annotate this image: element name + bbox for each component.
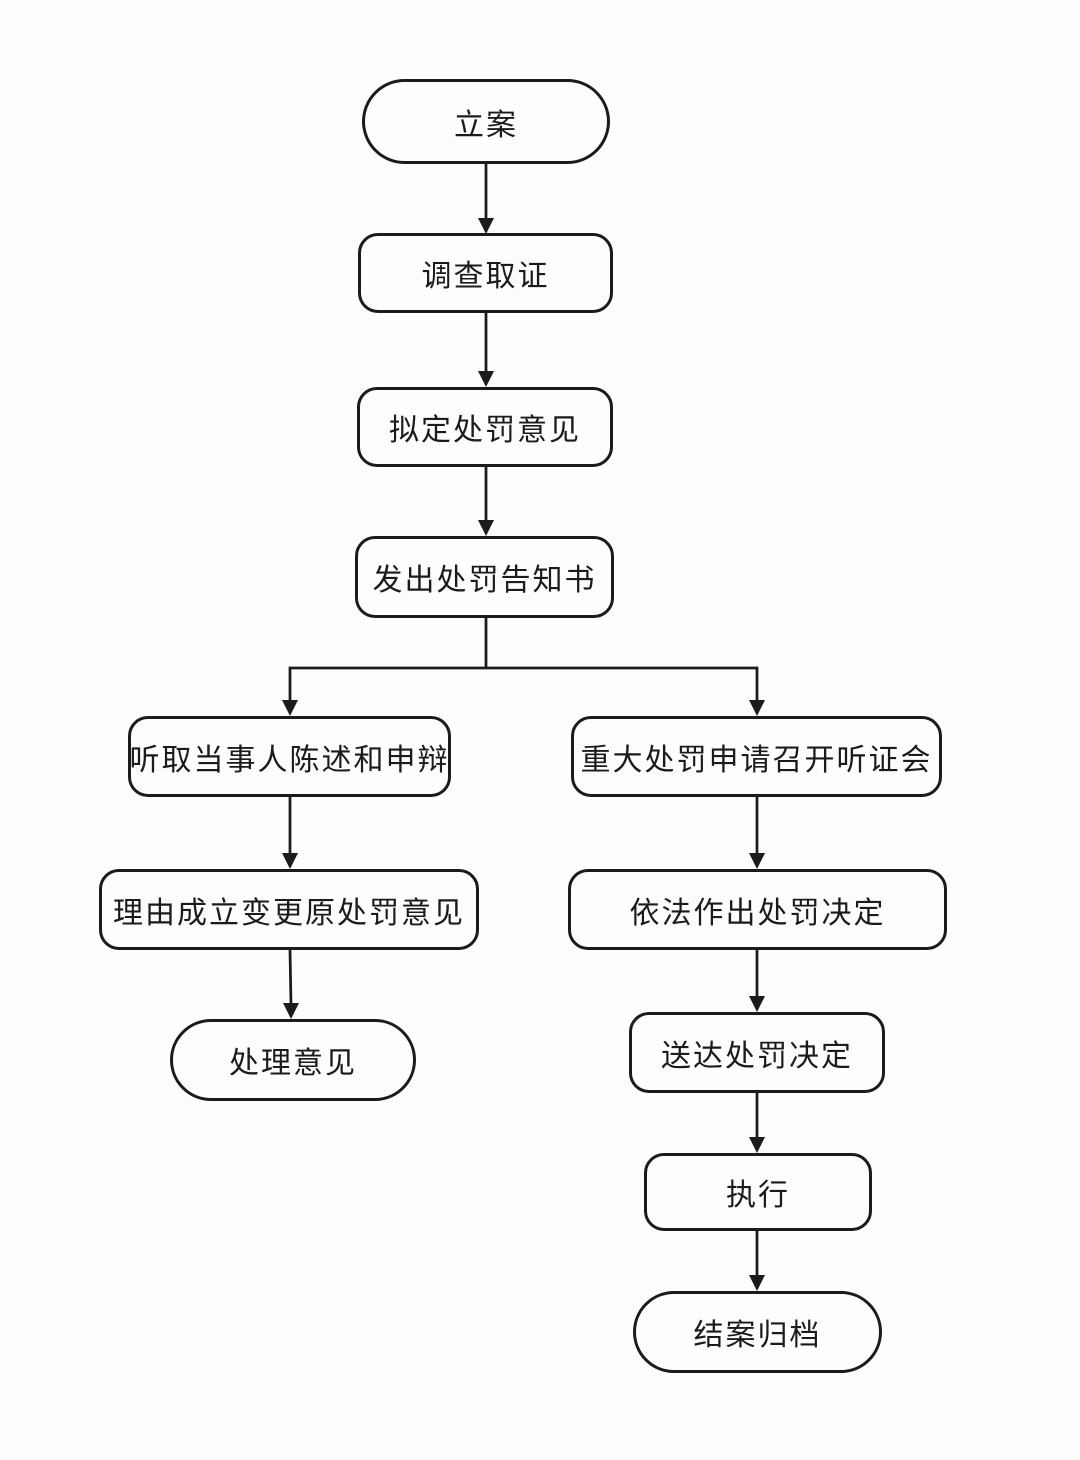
node-change-original-opinion-label: 理由成立变更原处罚意见: [113, 896, 465, 930]
connector-decision-to-serve: [749, 950, 765, 1012]
node-draft-penalty-opinion-label: 拟定处罚意见: [389, 414, 581, 447]
node-investigation-label: 调查取证: [421, 260, 550, 293]
node-make-penalty-decision: 依法作出处罚决定: [568, 869, 947, 950]
connector-investigation-to-draft: [478, 313, 494, 387]
node-close-and-archive: 结案归档: [633, 1291, 882, 1373]
node-execution-label: 执行: [726, 1179, 790, 1212]
node-investigation: 调查取证: [358, 233, 613, 313]
node-close-and-archive-label: 结案归档: [693, 1319, 822, 1352]
node-case-filing-label: 立案: [454, 108, 518, 142]
connector-hear-to-change: [282, 797, 298, 869]
connector-hearing-to-decision: [749, 797, 765, 869]
node-major-penalty-hearing-label: 重大处罚申请召开听证会: [580, 743, 933, 777]
node-issue-penalty-notice: 发出处罚告知书: [355, 536, 614, 618]
connector-notice-branch: [282, 618, 765, 716]
node-execution: 执行: [644, 1153, 872, 1231]
node-change-original-opinion: 理由成立变更原处罚意见: [99, 869, 479, 950]
node-make-penalty-decision-label: 依法作出处罚决定: [629, 896, 886, 930]
node-serve-penalty-decision: 送达处罚决定: [629, 1012, 885, 1093]
node-serve-penalty-decision-label: 送达处罚决定: [661, 1039, 853, 1073]
node-handling-opinion: 处理意见: [170, 1019, 416, 1101]
connector-serve-to-execution: [749, 1093, 765, 1153]
node-hear-statement-defense: 听取当事人陈述和申辩: [128, 716, 451, 797]
connector-execution-to-archive: [749, 1231, 765, 1291]
node-handling-opinion-label: 处理意见: [229, 1047, 357, 1080]
node-issue-penalty-notice-label: 发出处罚告知书: [372, 564, 597, 597]
node-case-filing: 立案: [362, 79, 610, 164]
connector-draft-to-notice: [478, 467, 494, 536]
node-hear-statement-defense-label: 听取当事人陈述和申辩: [129, 743, 450, 777]
node-draft-penalty-opinion: 拟定处罚意见: [357, 387, 613, 467]
connector-change-to-handling: [283, 949, 299, 1019]
node-major-penalty-hearing: 重大处罚申请召开听证会: [571, 716, 942, 797]
connector-case-filing-to-investigation: [478, 164, 494, 234]
